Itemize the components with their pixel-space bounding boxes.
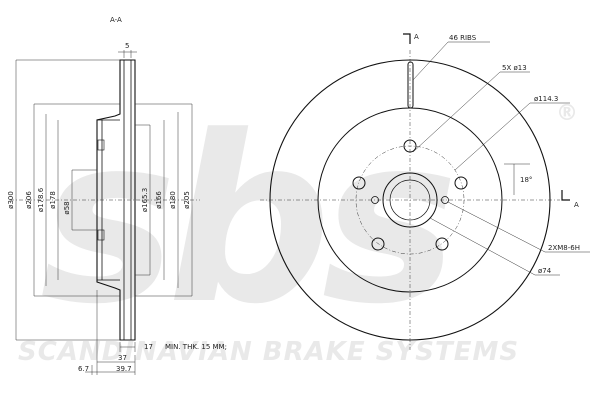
dim-d178-6: ø178.6 [37, 187, 45, 212]
dim-d300: ø300 [7, 191, 15, 209]
section-marker-top-label: A [414, 33, 419, 41]
label-threads: 2XM8-6H [548, 244, 580, 252]
section-marker-top [403, 33, 411, 44]
bolt-hole-3 [435, 237, 449, 251]
disc-outline [96, 59, 136, 341]
dim-d180: ø180 [169, 191, 177, 209]
dim-d206: ø206 [25, 191, 33, 209]
bolt-hole-section-lower [97, 229, 105, 241]
dim-d58: ø58 [63, 201, 71, 214]
bolt-hole-2 [454, 176, 468, 190]
dim-offset-6-7: 6.7 [78, 365, 89, 373]
label-ribs: 46 RIBS [449, 34, 477, 42]
min-thickness-note: MIN. THK. 15 MM; [165, 343, 227, 351]
label-pcd: ø114.3 [534, 95, 558, 103]
watermark-tagline: SCANDINAVIAN BRAKE SYSTEMS [18, 337, 519, 367]
side-section-view: ø300 ø206 ø178.6 ø178 ø58 ø165.3 ø166 ø1… [7, 42, 227, 375]
dim-d165-3: ø165.3 [141, 188, 149, 212]
label-angle: 18° [520, 176, 532, 184]
watermark-registered-mark: ® [556, 101, 578, 126]
rib-slot [407, 61, 414, 109]
dim-d166: ø166 [155, 191, 163, 209]
dim-offset-37: 37 [118, 354, 127, 362]
dim-min-thickness: 17 [144, 343, 153, 351]
front-view: A A 46 RIBS 5X ø13 ø114.3 18° 2XM8-6H ø7… [260, 33, 590, 350]
bolt-hole-section-upper [97, 139, 105, 151]
bolt-hole-4 [371, 237, 385, 251]
section-marker-right-label: A [574, 201, 579, 209]
section-marker-right [561, 190, 570, 201]
label-bolt-holes: 5X ø13 [502, 64, 527, 72]
label-hub-diameter: ø74 [538, 267, 552, 275]
bolt-hole-5 [352, 176, 366, 190]
dim-offset-39-7: 39.7 [116, 365, 132, 373]
dim-width-top: 5 [125, 42, 129, 50]
dim-d205: ø205 [183, 191, 191, 209]
dim-d178: ø178 [49, 191, 57, 209]
section-title: A-A [110, 16, 122, 24]
watermark-logo: sbs [40, 88, 451, 355]
